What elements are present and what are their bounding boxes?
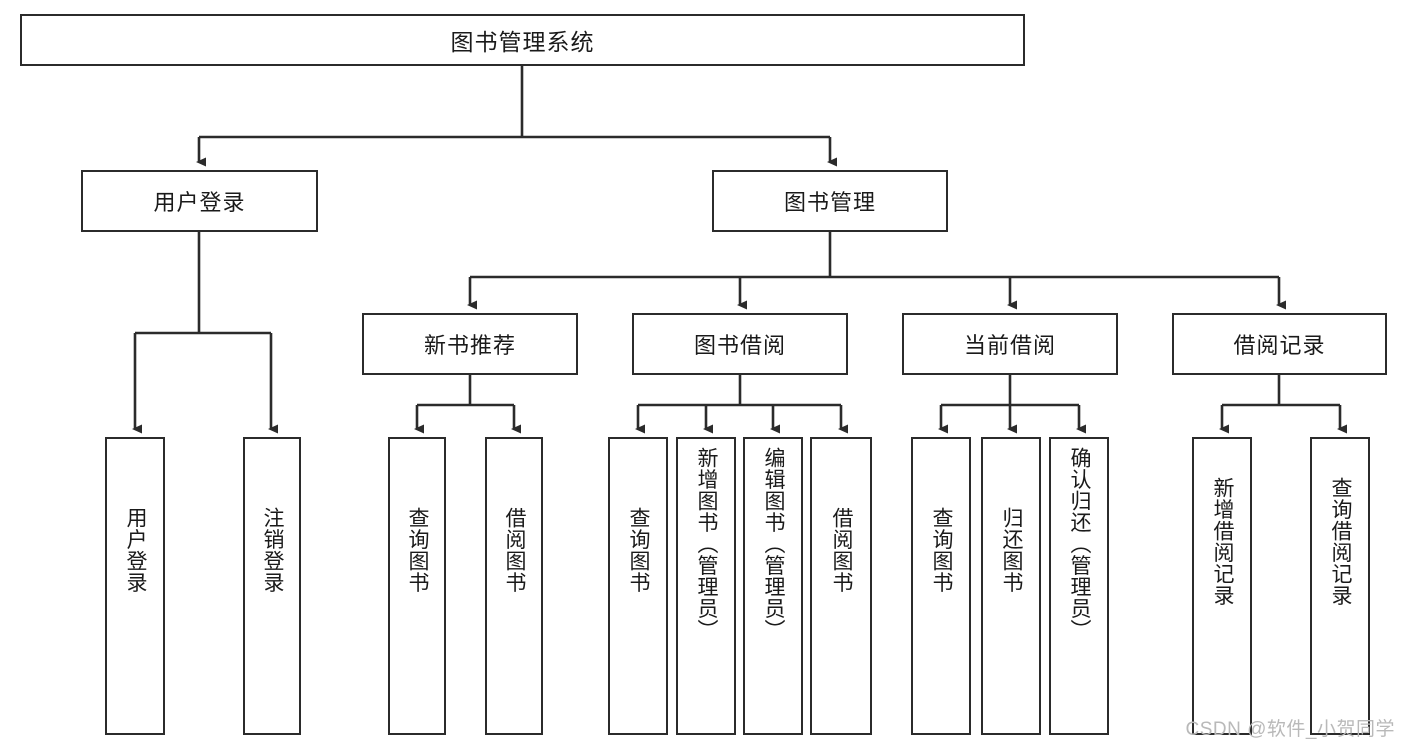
leaf-edit-book[interactable]: 编辑图书（管理员） [743, 437, 803, 735]
leaf-borrow-book-1-label: 借阅图书 [503, 507, 527, 593]
leaf-query-book-1[interactable]: 查询图书 [388, 437, 446, 735]
leaf-logout-label: 注销登录 [261, 507, 285, 593]
node-book-borrow[interactable]: 图书借阅 [632, 313, 848, 375]
leaf-query-book-3[interactable]: 查询图书 [911, 437, 971, 735]
node-borrow-record-label: 借阅记录 [1233, 333, 1326, 358]
leaf-add-record[interactable]: 新增借阅记录 [1192, 437, 1252, 735]
node-root-system[interactable]: 图书管理系统 [20, 14, 1025, 66]
node-book-manage-label: 图书管理 [783, 190, 876, 215]
leaf-borrow-book-1[interactable]: 借阅图书 [485, 437, 543, 735]
leaf-user-login[interactable]: 用户登录 [105, 437, 165, 735]
node-current-borrow[interactable]: 当前借阅 [902, 313, 1118, 375]
leaf-user-login-label: 用户登录 [124, 507, 148, 593]
csdn-watermark: CSDN @软件_小贺同学 [1185, 719, 1395, 740]
leaf-query-book-2[interactable]: 查询图书 [608, 437, 668, 735]
leaf-add-book-label: 新增图书（管理员） [695, 447, 719, 641]
leaf-edit-book-label: 编辑图书（管理员） [762, 447, 786, 641]
leaf-query-book-3-label: 查询图书 [930, 507, 954, 593]
leaf-query-record-label: 查询借阅记录 [1329, 477, 1353, 606]
leaf-confirm-return-label: 确认归还（管理员） [1068, 447, 1092, 641]
leaf-query-book-2-label: 查询图书 [627, 507, 651, 593]
leaf-query-book-2-inner: 查询图书 [610, 439, 666, 733]
leaf-add-book[interactable]: 新增图书（管理员） [676, 437, 736, 735]
leaf-query-book-1-label: 查询图书 [406, 507, 430, 593]
leaf-return-book-label: 归还图书 [1000, 507, 1024, 593]
node-new-book-rec[interactable]: 新书推荐 [362, 313, 578, 375]
node-current-borrow-label: 当前借阅 [963, 333, 1056, 358]
leaf-add-book-inner: 新增图书（管理员） [678, 439, 734, 733]
node-user-login[interactable]: 用户登录 [81, 170, 318, 232]
leaf-query-record[interactable]: 查询借阅记录 [1310, 437, 1370, 735]
leaf-return-book-inner: 归还图书 [983, 439, 1039, 733]
leaf-return-book[interactable]: 归还图书 [981, 437, 1041, 735]
node-root-system-label: 图书管理系统 [450, 29, 595, 55]
leaf-edit-book-inner: 编辑图书（管理员） [745, 439, 801, 733]
node-book-manage[interactable]: 图书管理 [712, 170, 948, 232]
leaf-confirm-return-inner: 确认归还（管理员） [1051, 439, 1107, 733]
leaf-borrow-book-2-inner: 借阅图书 [812, 439, 870, 733]
leaf-confirm-return[interactable]: 确认归还（管理员） [1049, 437, 1109, 735]
leaf-add-record-label: 新增借阅记录 [1211, 477, 1235, 606]
leaf-add-record-inner: 新增借阅记录 [1194, 439, 1250, 733]
leaf-user-login-inner: 用户登录 [107, 439, 163, 733]
leaf-query-book-1-inner: 查询图书 [390, 439, 444, 733]
leaf-borrow-book-2-label: 借阅图书 [830, 507, 854, 593]
node-borrow-record[interactable]: 借阅记录 [1172, 313, 1387, 375]
leaf-query-record-inner: 查询借阅记录 [1312, 439, 1368, 733]
leaf-logout[interactable]: 注销登录 [243, 437, 301, 735]
leaf-query-book-3-inner: 查询图书 [913, 439, 969, 733]
leaf-borrow-book-2[interactable]: 借阅图书 [810, 437, 872, 735]
node-book-borrow-label: 图书借阅 [693, 333, 786, 358]
leaf-logout-inner: 注销登录 [245, 439, 299, 733]
node-new-book-rec-label: 新书推荐 [423, 333, 516, 358]
node-user-login-label: 用户登录 [153, 190, 246, 215]
leaf-borrow-book-1-inner: 借阅图书 [487, 439, 541, 733]
